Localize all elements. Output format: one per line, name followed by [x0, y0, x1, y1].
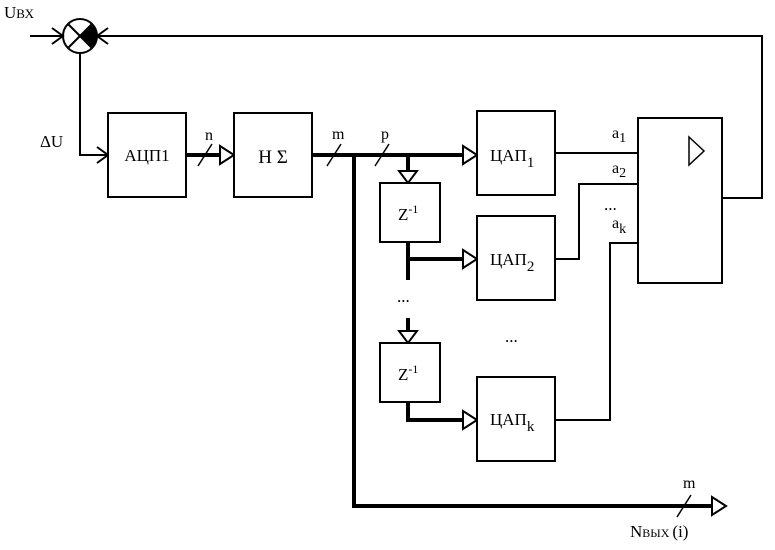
bus-p-label: p [381, 126, 389, 143]
input-a2-label: a2 [612, 160, 626, 181]
delay-out-1 [406, 242, 479, 280]
bus-m-label: m [332, 126, 345, 143]
dac1-block [476, 110, 556, 196]
delay-label-1: Z-1 [398, 202, 418, 224]
delay-feed-2 [397, 318, 419, 345]
bus-main [312, 143, 479, 167]
dac2-label: ЦАП2 [490, 250, 534, 275]
output-label: NВЫХ(i) [630, 522, 688, 541]
input-a1-label: a1 [612, 125, 626, 146]
feedback-line [95, 27, 763, 199]
dack-block [476, 376, 556, 462]
bus-n-label: n [205, 127, 213, 144]
delay-chain-ellipsis: ... [397, 287, 410, 306]
output-bus-label: m [683, 475, 696, 492]
sum-block-label: Н Σ [258, 147, 288, 168]
input-line [30, 27, 65, 45]
sum-block [233, 112, 313, 198]
delay-label-2: Z-1 [398, 362, 418, 384]
error-line [79, 53, 110, 164]
amplifier-icon [688, 135, 706, 167]
amplifier-block [637, 117, 723, 284]
delay-feed-1 [397, 155, 419, 185]
dac2-block [476, 215, 556, 301]
error-label: ΔU [40, 132, 63, 151]
adc-label: АЦП1 [124, 146, 169, 165]
bus-n [186, 143, 236, 167]
delay-block-1 [379, 182, 441, 243]
input-dots: ... [604, 195, 617, 214]
output-bus [352, 155, 728, 518]
delay-out-2 [406, 402, 479, 431]
adc-block [107, 112, 187, 198]
dac-outputs [555, 152, 638, 421]
input-ak-label: ak [612, 215, 626, 237]
dac1-label: ЦАП1 [490, 146, 534, 171]
dack-label: ЦАПk [490, 410, 535, 435]
input-label: UВХ [4, 3, 35, 22]
summing-junction [62, 18, 98, 54]
dac-chain-ellipsis: ... [505, 327, 518, 346]
